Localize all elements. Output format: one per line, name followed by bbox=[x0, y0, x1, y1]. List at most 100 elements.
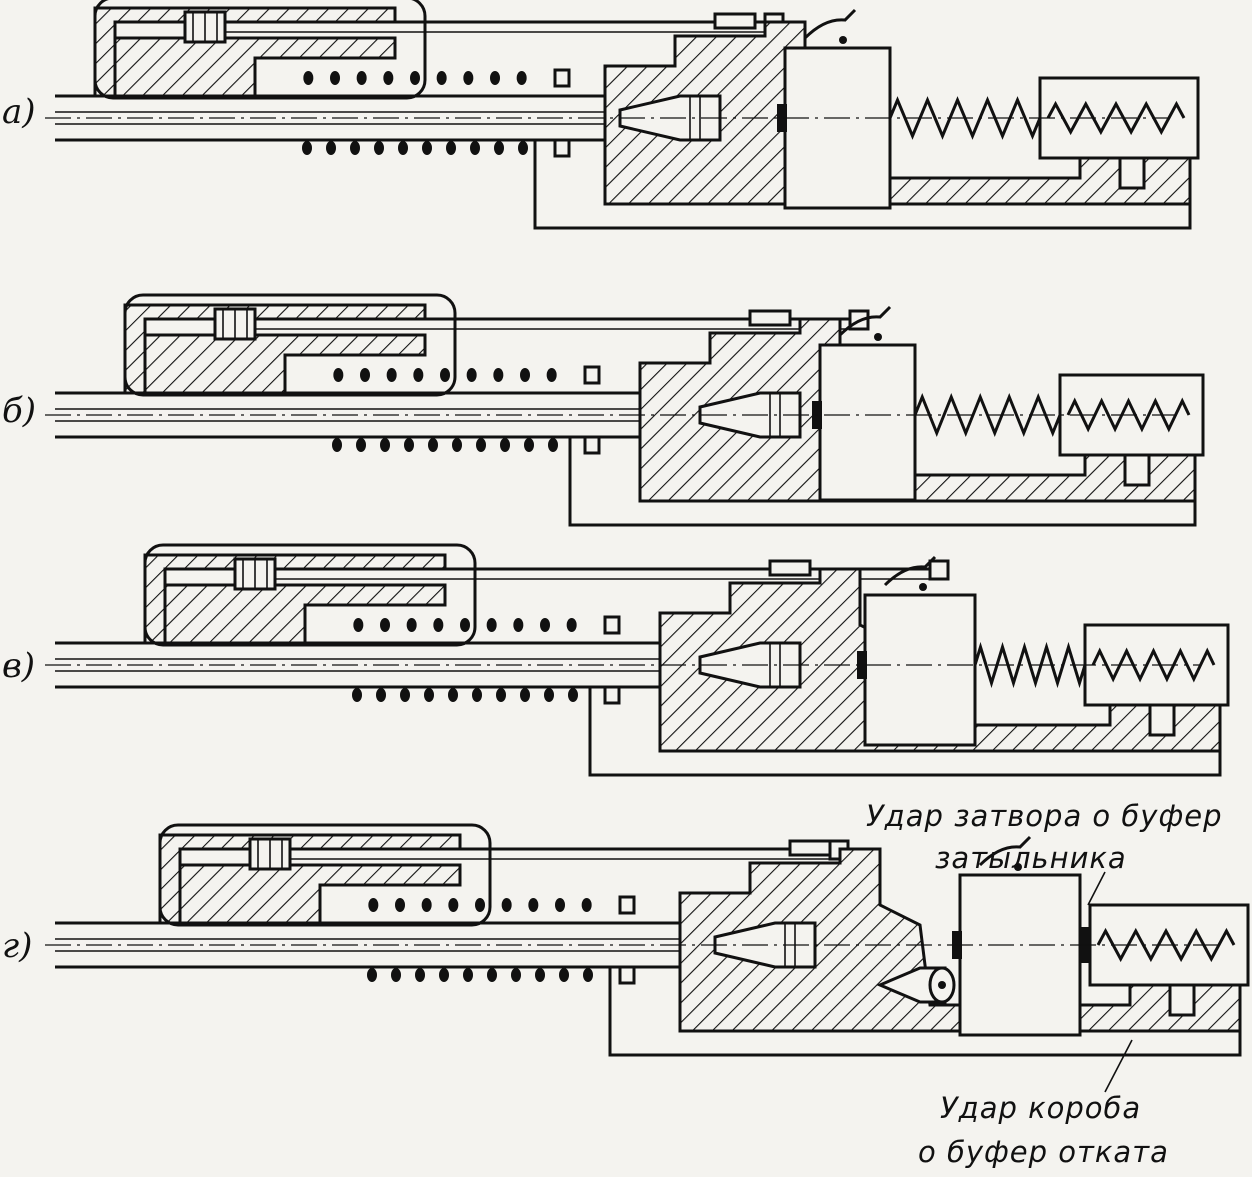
return-spring-coil-bottom bbox=[472, 688, 482, 702]
return-spring-coil-top bbox=[486, 618, 497, 632]
return-spring-coil-bottom bbox=[520, 688, 530, 702]
return-spring-coil-bottom bbox=[332, 438, 342, 452]
return-spring-coil-bottom bbox=[511, 968, 521, 982]
buffer-inner-spring bbox=[1066, 397, 1191, 433]
recoil-buffer-stop bbox=[1148, 703, 1176, 737]
sight-block bbox=[748, 309, 792, 327]
bolt-carrier bbox=[863, 593, 977, 747]
return-spring-coil-bottom bbox=[367, 968, 377, 982]
gas-cylinder-body bbox=[163, 583, 447, 645]
return-spring-coil-top bbox=[330, 71, 340, 85]
bolt-face bbox=[857, 651, 867, 679]
pivot-pin bbox=[839, 36, 847, 44]
return-spring-coil-top bbox=[406, 618, 417, 632]
pivot-pin bbox=[874, 333, 882, 341]
spring-stop bbox=[618, 895, 636, 915]
bolt-carrier bbox=[783, 46, 892, 210]
return-spring-coil-top bbox=[555, 898, 565, 912]
return-spring-coil-top bbox=[493, 368, 504, 382]
return-spring-coil-top bbox=[463, 71, 474, 85]
recoil-buffer-stop bbox=[1168, 983, 1196, 1017]
sight-block bbox=[768, 559, 812, 577]
receiver-frame bbox=[568, 437, 1197, 527]
receiver-box bbox=[678, 847, 1242, 1033]
return-spring-coil-top bbox=[440, 368, 450, 382]
bolt-face bbox=[777, 104, 787, 132]
spring-stop bbox=[603, 615, 621, 635]
box-impact-leader bbox=[1104, 1039, 1133, 1093]
return-spring-coil-bottom bbox=[424, 688, 434, 702]
return-spring-coil-bottom bbox=[428, 438, 438, 452]
extractor-hook bbox=[883, 555, 937, 587]
return-spring-coil-top bbox=[501, 898, 512, 912]
return-spring-coil-bottom bbox=[535, 968, 545, 982]
return-spring-coil-bottom bbox=[326, 141, 336, 155]
mechanism-panel-g bbox=[45, 823, 1250, 1057]
gas-cylinder-body bbox=[113, 36, 397, 98]
bolt-carrier bbox=[958, 873, 1082, 1037]
gas-housing bbox=[123, 293, 457, 397]
recoil-buffer-stop bbox=[1123, 453, 1151, 487]
return-spring-coil-bottom bbox=[439, 968, 449, 982]
gas-cylinder-body bbox=[178, 863, 462, 925]
spring-stop-lower bbox=[618, 965, 636, 985]
return-spring-coil-top bbox=[433, 618, 444, 632]
return-spring-coil-bottom bbox=[398, 141, 408, 155]
return-spring-coil-top bbox=[513, 618, 524, 632]
return-spring-coil-bottom bbox=[568, 688, 578, 702]
rod-head bbox=[928, 559, 950, 581]
return-spring-coil-top bbox=[466, 368, 477, 382]
return-spring-coil-bottom bbox=[422, 141, 432, 155]
return-spring-coil-top bbox=[383, 71, 394, 85]
return-spring-coil-top bbox=[516, 71, 527, 85]
return-spring-coil-bottom bbox=[476, 438, 486, 452]
bolt-carrier bbox=[818, 343, 917, 502]
return-spring-coil-bottom bbox=[470, 141, 480, 155]
spring-stop-lower bbox=[603, 685, 621, 705]
spring-stop-lower bbox=[553, 138, 571, 158]
gas-housing bbox=[158, 823, 492, 927]
mechanism-panel-b bbox=[45, 293, 1205, 527]
return-spring-coil-bottom bbox=[544, 688, 554, 702]
return-spring-coil-top bbox=[490, 71, 500, 85]
return-spring-coil-bottom bbox=[376, 688, 386, 702]
return-spring-coil-bottom bbox=[548, 438, 558, 452]
return-spring-coil-top bbox=[460, 618, 470, 632]
gas-cylinder-body bbox=[143, 333, 427, 395]
buffer-inner-spring bbox=[1091, 647, 1216, 683]
extractor-hook bbox=[803, 8, 857, 40]
mechanism-panel-a bbox=[45, 0, 1200, 230]
buffer-inner-spring bbox=[1046, 100, 1186, 136]
return-spring-coil-top bbox=[360, 368, 370, 382]
return-spring-coil-top bbox=[520, 368, 530, 382]
return-spring-coil-top bbox=[303, 71, 314, 85]
return-spring-coil-bottom bbox=[352, 688, 362, 702]
return-spring-coil-top bbox=[413, 368, 424, 382]
return-spring-coil-bottom bbox=[404, 438, 414, 452]
mechanism-panel-v bbox=[45, 543, 1230, 777]
buffer-spring bbox=[913, 392, 1062, 438]
return-spring-coil-top bbox=[528, 898, 539, 912]
box-impact-label: Удар короба bbox=[940, 1091, 1141, 1125]
return-spring-coil-top bbox=[368, 898, 379, 912]
return-spring-coil-top bbox=[395, 898, 405, 912]
return-spring-coil-bottom bbox=[583, 968, 593, 982]
return-spring-coil-bottom bbox=[400, 688, 410, 702]
return-spring-coil-bottom bbox=[494, 141, 504, 155]
return-spring-coil-top bbox=[333, 368, 344, 382]
return-spring-coil-top bbox=[353, 618, 364, 632]
return-spring-coil-bottom bbox=[356, 438, 366, 452]
return-spring-coil-bottom bbox=[559, 968, 569, 982]
panel-label-g: г) bbox=[2, 926, 32, 966]
bolt-impact-leader bbox=[1087, 871, 1106, 906]
return-spring-coil-bottom bbox=[446, 141, 456, 155]
return-spring-coil-top bbox=[475, 898, 485, 912]
spring-stop-lower bbox=[583, 435, 601, 455]
return-spring-coil-top bbox=[581, 898, 592, 912]
ejected-cartridge-primer bbox=[938, 981, 946, 989]
receiver-frame bbox=[533, 140, 1192, 230]
spring-stop bbox=[553, 68, 571, 88]
return-spring-coil-bottom bbox=[350, 141, 360, 155]
return-spring-coil-bottom bbox=[415, 968, 425, 982]
return-spring-coil-top bbox=[540, 618, 550, 632]
